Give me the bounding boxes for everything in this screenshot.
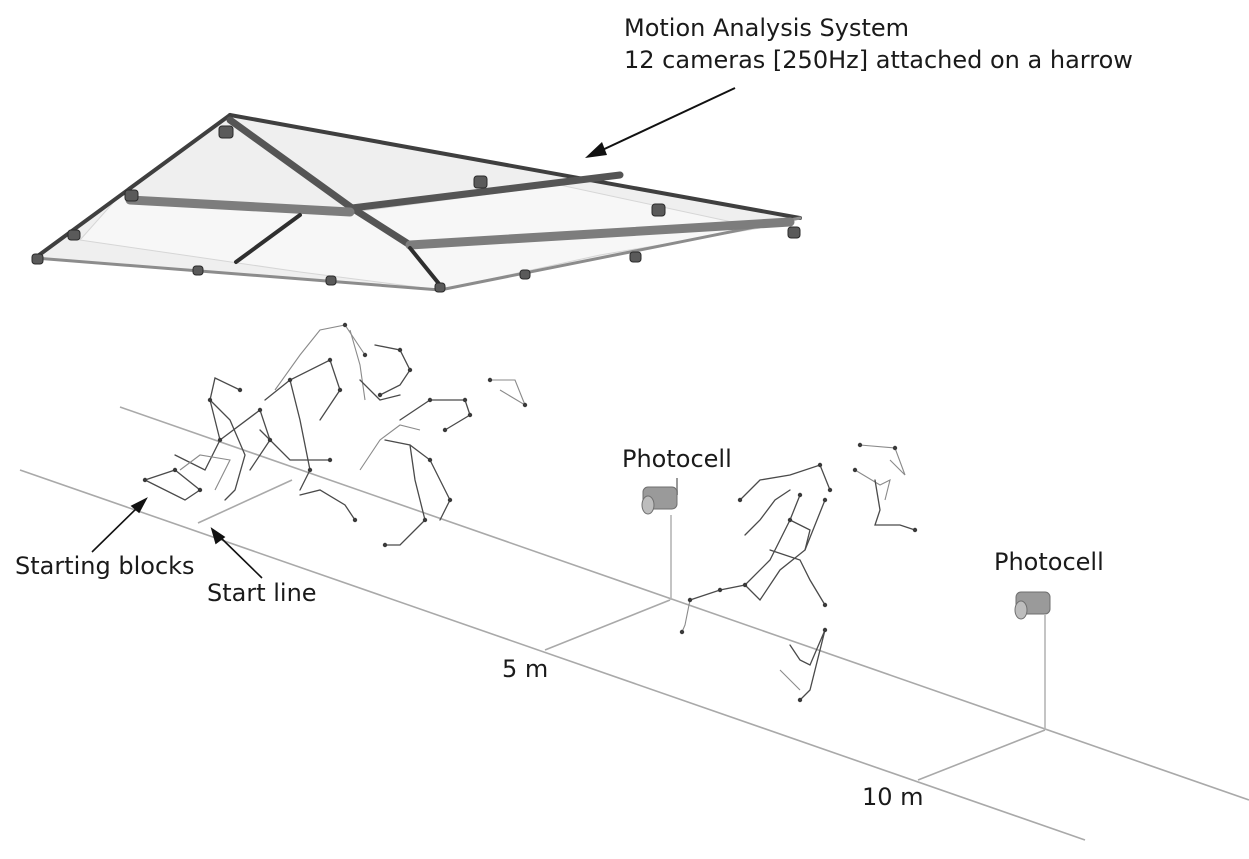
- label-pointers: [91, 497, 263, 579]
- distance-10m-label: 10 m: [862, 783, 924, 811]
- starting-blocks-label: Starting blocks: [15, 552, 195, 580]
- cross-beam: [348, 171, 624, 212]
- camera-icon: [31, 253, 44, 265]
- frame-beam-right: [438, 216, 802, 292]
- camera-icon: [629, 251, 642, 263]
- cross-beam: [405, 217, 795, 250]
- photocell-1: [641, 478, 678, 600]
- camera-icon: [519, 269, 531, 280]
- cross-beam: [226, 116, 356, 212]
- start-line-label: Start line: [207, 579, 317, 607]
- camera-icon: [651, 203, 666, 217]
- photocell-1-label: Photocell: [622, 445, 732, 473]
- camera-icon: [192, 265, 204, 276]
- camera-icon: [473, 175, 488, 189]
- camera-harrow: [31, 113, 802, 293]
- camera-icon: [218, 125, 234, 139]
- camera-icon: [434, 282, 446, 293]
- line-10m: [917, 729, 1046, 781]
- photocell-2: [1014, 591, 1051, 730]
- camera-icon: [325, 275, 337, 286]
- joint-markers-mid: [679, 442, 918, 703]
- cross-beam: [408, 246, 442, 287]
- photocell-2-label: Photocell: [994, 548, 1104, 576]
- camera-icon: [124, 189, 139, 202]
- cross-beam: [125, 195, 355, 217]
- cross-beam: [348, 204, 414, 249]
- frame-beam-back: [228, 113, 802, 220]
- line-5m: [544, 599, 671, 651]
- joint-markers-start: [142, 322, 528, 548]
- start-line: [197, 479, 293, 524]
- sprinter-frames-mid: [681, 444, 916, 701]
- system-description: 12 cameras [250Hz] attached on a harrow: [624, 46, 1133, 74]
- camera-icon: [787, 226, 801, 239]
- distance-5m-label: 5 m: [502, 655, 549, 683]
- camera-icon: [67, 229, 81, 241]
- frame-beam-front: [33, 256, 442, 292]
- lane-line-front: [19, 469, 1086, 841]
- harrow-arrow: [585, 87, 736, 158]
- harrow-panel-inner: [79, 184, 761, 291]
- system-title: Motion Analysis System: [624, 14, 909, 42]
- cross-beam: [234, 213, 302, 264]
